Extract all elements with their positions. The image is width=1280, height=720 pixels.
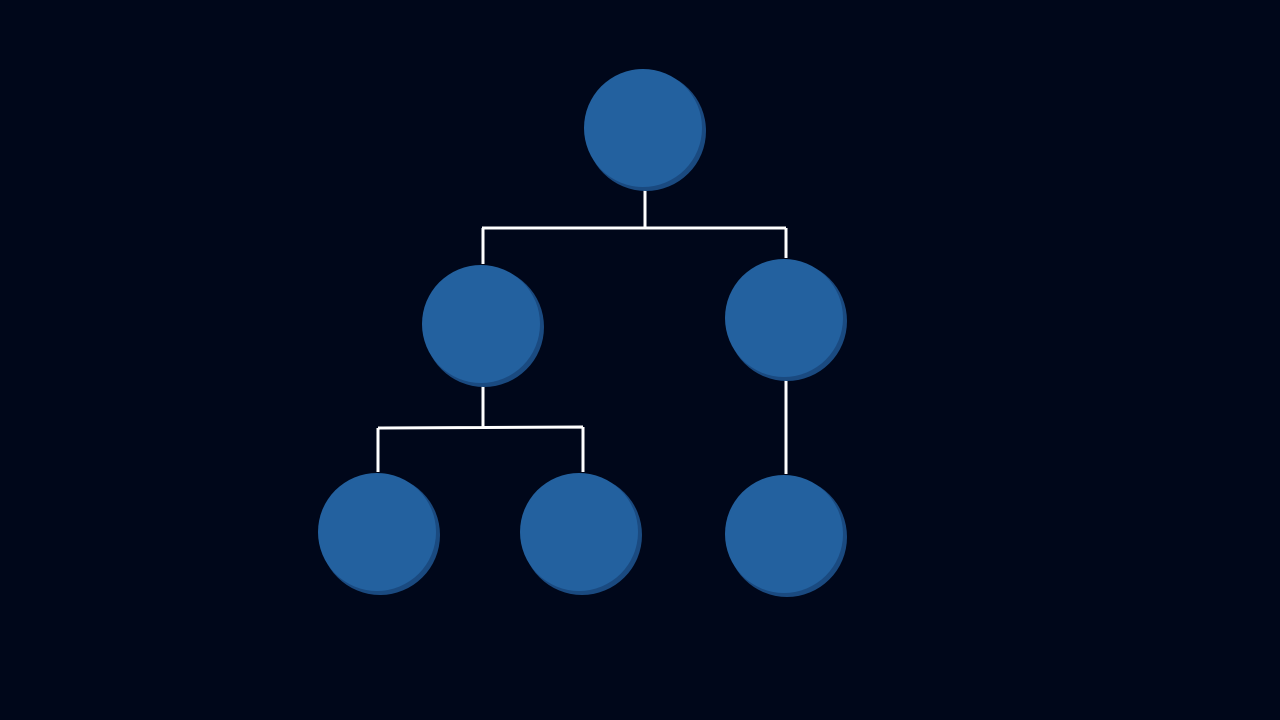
nodes [318,69,847,597]
connector-root-to-level1 [481,190,788,264]
connectors [376,190,788,474]
node-circle [318,473,436,591]
node-circle [584,69,702,187]
tree-node-root-0 [422,265,544,387]
node-circle [725,475,843,593]
tree-node-root-1-0 [725,475,847,597]
node-circle [422,265,540,383]
node-circle [520,473,638,591]
tree-node-root-1 [725,259,847,381]
node-circle [725,259,843,377]
tree-node-root-0-1 [520,473,642,595]
tree-node-root-0-0 [318,473,440,595]
connector-node-a-to-children [376,386,585,472]
tree-node-root [584,69,706,191]
